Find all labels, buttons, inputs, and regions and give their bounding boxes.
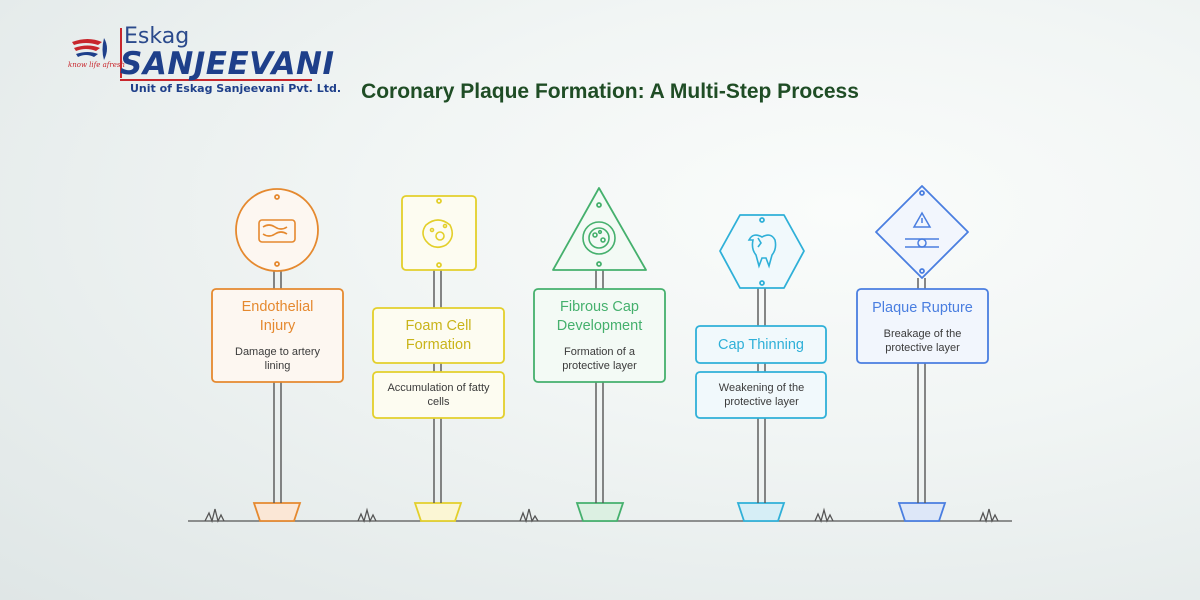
step-2-description: Accumulation of fatty cells	[387, 382, 490, 408]
logo-unit-text: Unit of Eskag Sanjeevani Pvt. Ltd.	[130, 82, 342, 95]
logo-divider-vertical	[120, 28, 122, 78]
damaged-tissue-icon	[258, 219, 296, 243]
step-3-title: Fibrous Cap Development	[556, 299, 643, 334]
logo-brand-top: Eskag	[124, 24, 190, 49]
step-5-signpost	[856, 185, 989, 522]
warning-rupture-icon	[905, 211, 939, 248]
step-4-title: Cap Thinning	[718, 336, 804, 353]
step-4-description: Weakening of the protective layer	[718, 382, 805, 408]
step-5-description: Breakage of the protective layer	[883, 328, 962, 354]
logo-brand-main: SANJEEVANI	[120, 46, 335, 82]
broken-tooth-icon	[747, 234, 777, 269]
step-1-title: Endothelial Injury	[241, 299, 314, 334]
step-4-signpost	[695, 214, 827, 522]
page-title: Coronary Plaque Formation: A Multi-Step …	[361, 80, 859, 103]
logo-tagline: know life afresh	[68, 61, 125, 69]
virus-cell-icon	[582, 221, 616, 255]
step-2-title: Foam Cell Formation	[405, 318, 472, 353]
step-1-signpost	[211, 188, 344, 522]
step-2-signpost	[372, 195, 505, 522]
logo-divider-horizontal	[120, 79, 312, 81]
step-5-title: Plaque Rupture	[872, 299, 973, 316]
wings-logo-icon	[72, 38, 107, 60]
step-1-description: Damage to artery lining	[235, 346, 320, 372]
company-logo: Eskag SANJEEVANI know life afresh Unit o…	[68, 24, 341, 96]
step-3-signpost	[533, 187, 666, 522]
cell-icon	[422, 219, 454, 249]
step-3-description: Formation of a protective layer	[562, 346, 637, 372]
